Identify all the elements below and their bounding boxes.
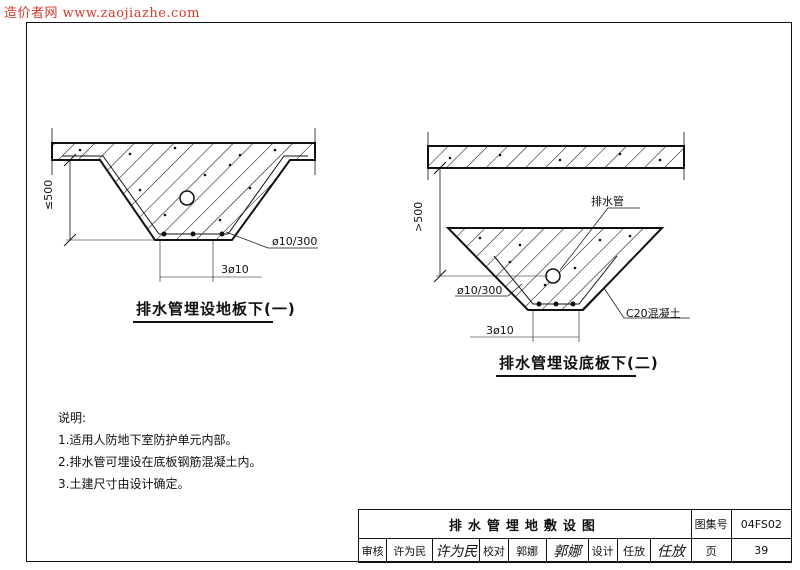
notes-section: 说明: 1.适用人防地下室防护单元内部。 2.排水管可埋设在底板钢筋混凝土内。 … [58, 407, 261, 495]
review-label: 审核 [357, 538, 388, 563]
figure2-depth-label: >500 [412, 201, 425, 232]
figure2-rebar-dot [570, 301, 576, 307]
figure2-slab [427, 145, 685, 169]
watermark-text: 造价者网 www.zaojiazhe.com [4, 6, 200, 21]
figure1-rebar-label: ø10/300 [272, 235, 318, 248]
figure2-leader-line [559, 207, 609, 271]
figure2-bottom-bars-label: 3ø10 [486, 324, 514, 337]
figure2-slab-dots [448, 152, 662, 162]
note-item: 2.排水管可埋设在底板钢筋混凝土内。 [58, 455, 262, 469]
figure2-leader-line [603, 287, 625, 319]
figure1-caption: 排水管埋设地板下(一) [136, 300, 296, 318]
figure2-dim-tick [433, 161, 447, 175]
figure1-rebar-dot [190, 231, 196, 237]
page-number: 39 [730, 538, 793, 563]
drawing-title: 排水管埋地敷设图 [358, 509, 692, 539]
figure2-section [427, 132, 690, 342]
title-block: 排水管埋地敷设图 图集号 04FS02 审核 许为民 许为民 校对 郭娜 郭娜 … [357, 509, 793, 563]
note-item: 3.土建尺寸由设计确定。 [58, 477, 190, 491]
notes-heading: 说明: [58, 411, 87, 425]
page-label: 页 [690, 538, 732, 563]
figure1-caption-underline [133, 321, 273, 323]
figure1-bottom-bars-label: 3ø10 [221, 263, 249, 276]
reviewer-name: 许为民 [386, 538, 434, 563]
figure2-pipe-label: 排水管 [591, 195, 624, 208]
figure2-caption-underline [496, 375, 636, 377]
figure2-drain-pipe-icon [545, 268, 561, 284]
check-label: 校对 [479, 538, 509, 563]
checker-signature: 郭娜 [545, 538, 589, 563]
figure1-depth-label: ≤500 [42, 179, 55, 210]
figure2-rebar-dot [536, 301, 542, 307]
figure1-rebar-dot [219, 231, 225, 237]
reviewer-signature: 许为民 [432, 538, 481, 563]
figure2-rebar-dot [553, 301, 559, 307]
figure1-leader-line [225, 231, 269, 249]
designer-name: 任放 [616, 538, 652, 563]
atlas-no: 04FS02 [730, 509, 793, 539]
figure1-rebar-dot [161, 231, 167, 237]
figure1-section [51, 128, 318, 282]
figure2-concrete-label: C20混凝土 [626, 307, 681, 320]
figure2-caption: 排水管埋设底板下(二) [499, 354, 659, 372]
atlas-no-label: 图集号 [690, 509, 732, 539]
figure2-rebar-label: ø10/300 [457, 284, 503, 297]
designer-signature: 任放 [650, 538, 692, 563]
figure2-leader-line [507, 283, 523, 297]
figure2-aggregate-dots [478, 234, 632, 287]
checker-name: 郭娜 [507, 538, 547, 563]
figure1-drain-pipe-icon [179, 190, 195, 206]
design-label: 设计 [587, 538, 618, 563]
figure1-dim-tick [63, 153, 77, 167]
note-item: 1.适用人防地下室防护单元内部。 [58, 433, 238, 447]
